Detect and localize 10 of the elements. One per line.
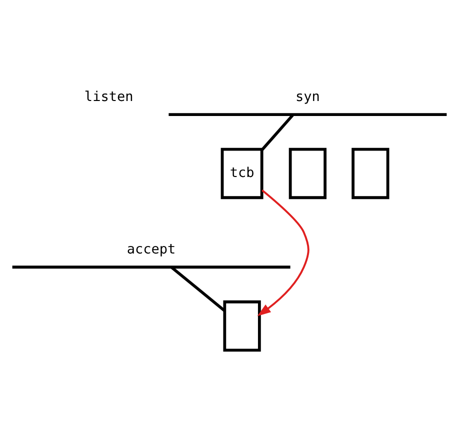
node-box: [288, 148, 327, 200]
node-text: syn: [295, 88, 320, 105]
node-box: tcb: [220, 148, 264, 200]
node-text: accept: [126, 241, 176, 258]
node-box: [223, 300, 261, 352]
connector: [260, 114, 294, 151]
label: listen: [84, 88, 134, 105]
connector: [170, 266, 226, 312]
node-box: [352, 148, 390, 200]
arrow: [257, 190, 310, 316]
